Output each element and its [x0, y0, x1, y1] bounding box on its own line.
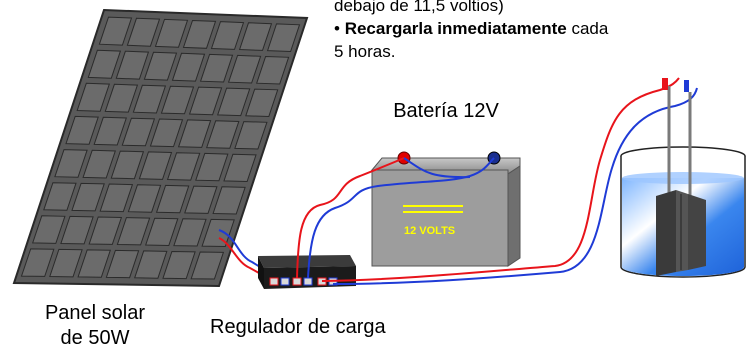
solar-cell — [98, 16, 133, 46]
note-line-3: 5 horas. — [334, 42, 396, 61]
solar-cell — [49, 248, 83, 278]
solar-cell — [256, 55, 290, 85]
bullet: • — [334, 19, 340, 38]
solar-cell — [245, 88, 279, 118]
solar-cell — [138, 151, 173, 180]
electrodes — [656, 78, 706, 276]
panel-label-line-2: de 50W — [60, 327, 130, 349]
note-line-2: • Recargarla inmediatamente cada — [334, 17, 754, 40]
solar-cell — [238, 22, 273, 51]
solar-cell — [199, 53, 234, 83]
solar-cell — [234, 121, 268, 150]
load-wires — [321, 77, 698, 285]
solar-cell — [195, 152, 229, 182]
solar-cell — [166, 152, 201, 181]
solar-cell — [154, 18, 189, 48]
solar-cell — [201, 218, 235, 248]
solar-cell — [134, 250, 168, 279]
solar-cell — [173, 218, 207, 247]
solar-cell — [132, 84, 167, 114]
note-line-2-rest: cada — [566, 19, 609, 38]
solar-cell — [223, 153, 257, 183]
solar-cell — [82, 149, 116, 179]
solar-cell — [115, 50, 150, 80]
panel-label: Panel solar de 50W — [20, 301, 170, 351]
water-container — [620, 78, 746, 278]
solar-cell — [190, 251, 225, 280]
solar-cell — [127, 184, 162, 213]
solar-cell — [145, 217, 179, 247]
solar-cell — [227, 54, 262, 84]
solar-cell — [104, 83, 139, 113]
solar-cell — [87, 49, 122, 79]
solar-cell — [121, 117, 156, 147]
panel-cells — [20, 16, 301, 280]
solar-cell — [177, 119, 212, 148]
solar-cell — [65, 115, 99, 145]
solar-cell — [60, 215, 94, 245]
panel-wires — [218, 229, 282, 281]
solar-cell — [99, 183, 134, 213]
solar-cell — [182, 19, 217, 49]
solar-cell — [188, 86, 223, 116]
solar-cell — [110, 150, 145, 180]
solar-cell — [266, 23, 301, 53]
solar-cell — [149, 118, 184, 148]
solar-cell — [77, 249, 111, 278]
battery-wires — [296, 157, 495, 279]
solar-cell — [217, 87, 251, 117]
solar-cell — [32, 215, 66, 244]
solar-panel — [12, 8, 309, 288]
solar-cell — [162, 250, 196, 280]
solar-cell — [88, 216, 123, 245]
solar-cell — [93, 116, 127, 146]
solar-cell — [54, 149, 88, 178]
solar-cell — [212, 186, 246, 215]
note-emphasis: Recargarla inmediatamente — [344, 19, 567, 38]
solar-cell — [105, 249, 140, 279]
solar-cell — [143, 51, 178, 81]
solar-cell — [20, 248, 55, 277]
solar-cell — [71, 182, 105, 212]
solar-cell — [184, 185, 218, 214]
solar-cell — [171, 52, 206, 82]
solar-cell — [43, 182, 77, 211]
panel-label-line-1: Panel solar — [44, 302, 146, 324]
battery-label: Batería 12V — [393, 100, 499, 122]
solar-cell — [206, 120, 240, 149]
instructions-note: debajo de 11,5 voltios) • Recargarla inm… — [334, 0, 754, 63]
battery — [370, 151, 521, 267]
solar-cell — [155, 184, 190, 214]
solar-cell — [76, 82, 110, 112]
solar-cell — [116, 217, 151, 246]
solar-cell — [126, 17, 161, 47]
battery-face-label: 12 VOLTS — [404, 225, 456, 237]
solar-cell — [160, 85, 195, 115]
solar-cell — [210, 21, 245, 50]
note-line-1: debajo de 11,5 voltios) — [334, 0, 504, 15]
regulator-label: Regulador de carga — [210, 316, 386, 338]
